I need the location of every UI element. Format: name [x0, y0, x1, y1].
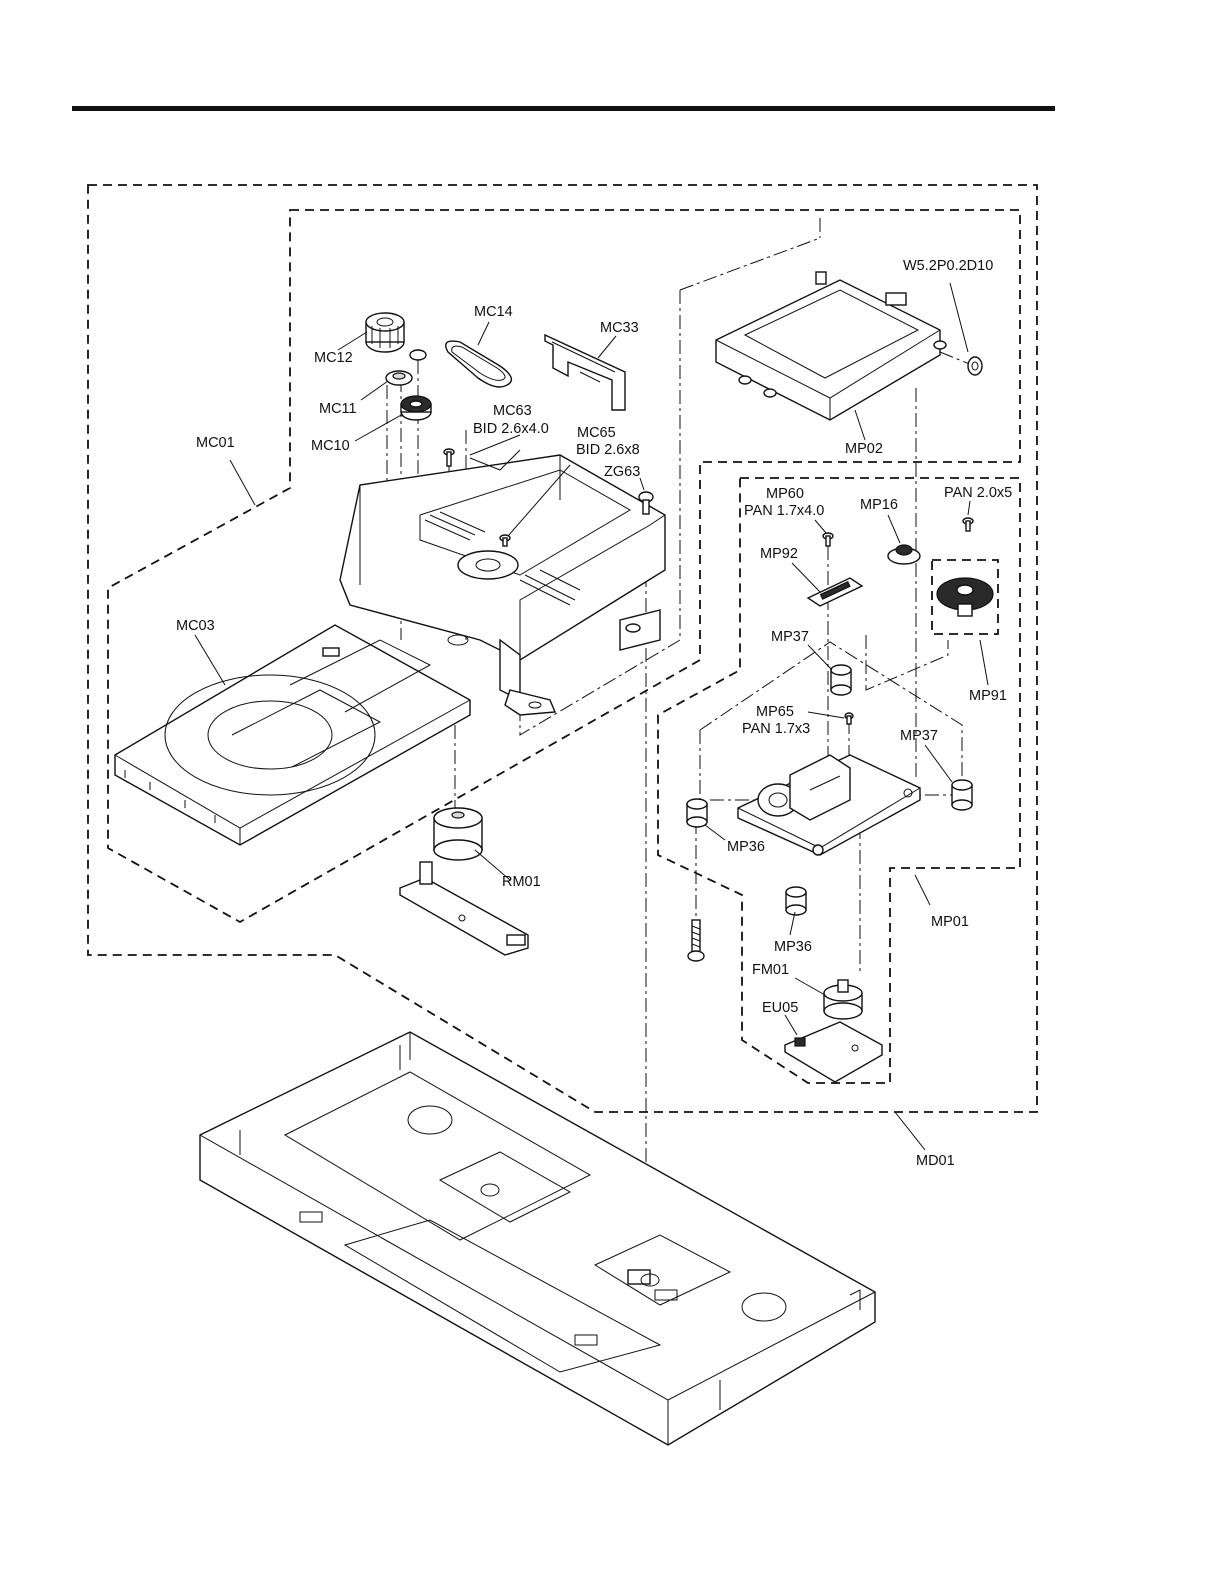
label-mp65: MP65: [756, 704, 794, 720]
label-mp36-b: MP36: [774, 939, 812, 955]
header-rule: [72, 106, 1055, 111]
label-mp02: MP02: [845, 441, 883, 457]
label-mc65-screw: BID 2.6x8: [576, 442, 640, 458]
label-mp36-a: MP36: [727, 839, 765, 855]
label-mc63: MC63: [493, 403, 532, 419]
eu05-board: [785, 1022, 882, 1082]
optical-pickup: [738, 755, 920, 855]
label-fm01: FM01: [752, 962, 789, 978]
mc14-belt: [446, 341, 512, 387]
label-eu05: EU05: [762, 1000, 798, 1016]
label-mc12: MC12: [314, 350, 353, 366]
label-mc11: MC11: [319, 401, 357, 417]
pan20-screw: [963, 518, 973, 531]
label-md01: MD01: [916, 1153, 955, 1169]
mp37-damper-b: [952, 780, 972, 810]
long-screw: [688, 920, 704, 961]
label-mp16: MP16: [860, 497, 898, 513]
mc-washer: [410, 350, 426, 360]
label-mp92: MP92: [760, 546, 798, 562]
label-zg63: ZG63: [604, 464, 640, 480]
mp36-damper-a: [687, 799, 707, 827]
label-mc01: MC01: [196, 435, 235, 451]
label-mp37-a: MP37: [771, 629, 809, 645]
mc03-disc-tray: [115, 625, 470, 845]
label-mp01: MP01: [931, 914, 969, 930]
label-mc65: MC65: [577, 425, 616, 441]
mp65-screw: [845, 713, 853, 724]
label-mp37-b: MP37: [900, 728, 938, 744]
label-pan20: PAN 2.0x5: [944, 485, 1012, 501]
label-mc14: MC14: [474, 304, 513, 320]
label-mp60: MP60: [766, 486, 804, 502]
label-w52: W5.2P0.2D10: [903, 258, 993, 274]
label-mc63-screw: BID 2.6x4.0: [473, 421, 549, 437]
w52-washer: [968, 357, 982, 375]
mp37-damper-a: [831, 665, 851, 695]
mp91-gear: [937, 578, 993, 616]
label-mp65-screw: PAN 1.7x3: [742, 721, 810, 737]
mc12-pulley: [366, 313, 404, 352]
mp02-frame: [716, 272, 946, 420]
label-mc33: MC33: [600, 320, 639, 336]
mp36-damper-b: [786, 887, 806, 915]
mp60-screw: [823, 533, 833, 546]
mc33-bracket: [545, 335, 625, 410]
label-mc03: MC03: [176, 618, 215, 634]
mc63-screw: [444, 449, 454, 466]
fm01-motor: [824, 980, 862, 1019]
rm01-motor: [434, 808, 482, 860]
mc11-gear: [386, 371, 412, 385]
mp16-gear: [888, 545, 920, 564]
label-mc10: MC10: [311, 438, 350, 454]
mp92-board: [808, 578, 862, 606]
label-mp91: MP91: [969, 688, 1007, 704]
label-mp60-screw: PAN 1.7x4.0: [744, 503, 824, 519]
label-rm01: RM01: [502, 874, 541, 890]
mc10-pulley: [401, 396, 431, 420]
bottom-chassis: [200, 1032, 875, 1445]
